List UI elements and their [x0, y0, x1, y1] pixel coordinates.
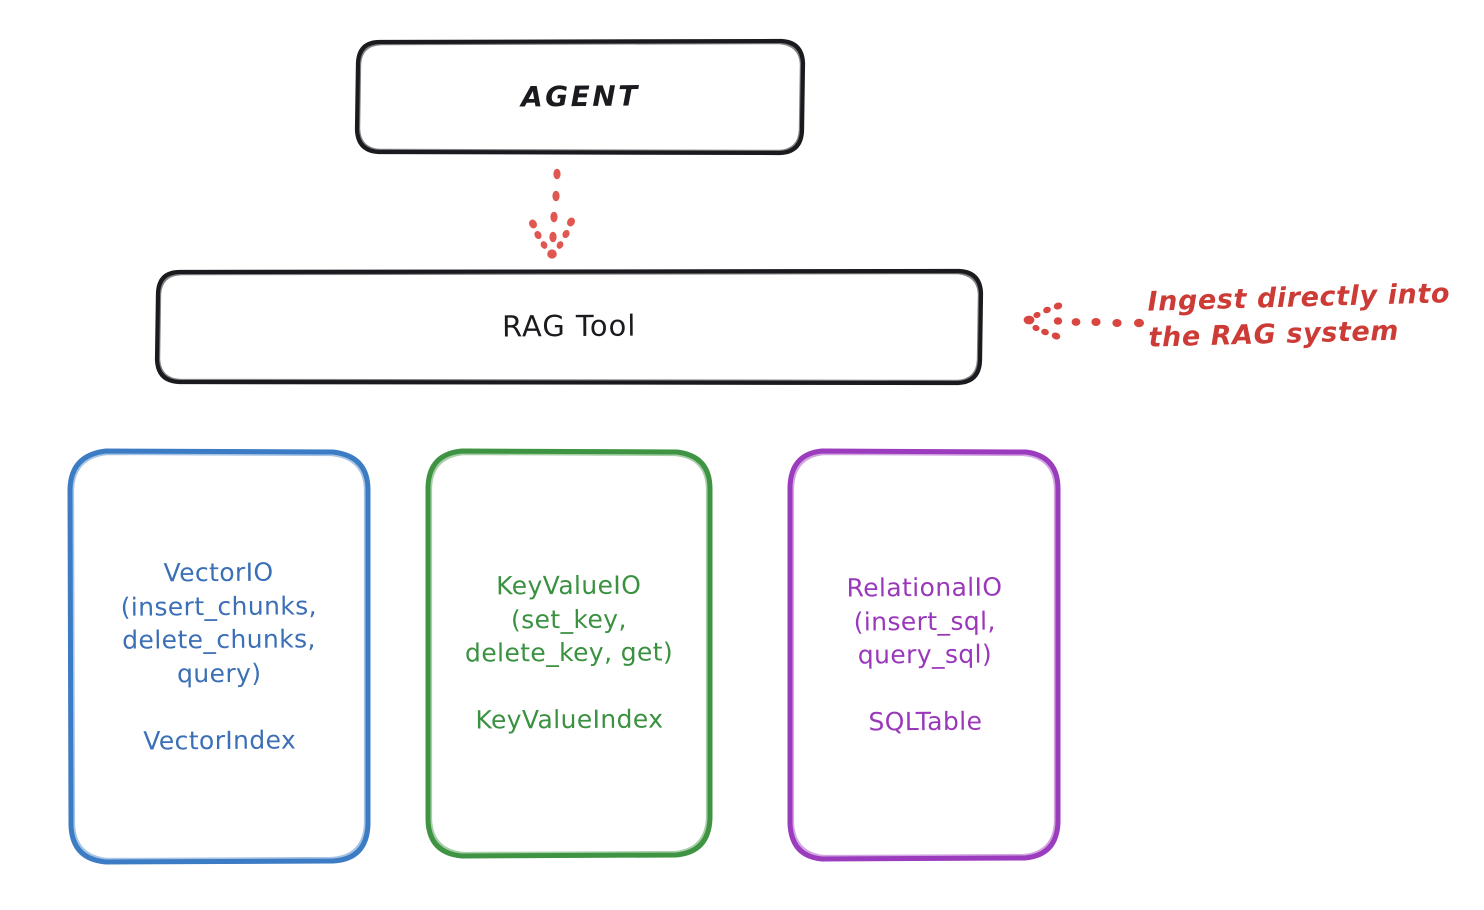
rag-tool-label: RAG Tool [501, 308, 637, 344]
relational-io-label: RelationalIO (insert_sql, query_sql) SQL… [845, 572, 1003, 737]
vector-io-node[interactable]: VectorIO (insert_chunks, delete_chunks, … [70, 450, 369, 863]
vector-io-label: VectorIO (insert_chunks, delete_chunks, … [120, 557, 318, 756]
rag-tool-node[interactable]: RAG Tool [156, 270, 982, 384]
arrowhead-down-dots [529, 217, 575, 249]
agent-to-rag-connector [529, 168, 575, 259]
agent-node[interactable]: AGENT [357, 40, 803, 154]
arrowhead-left-dots [1032, 302, 1063, 340]
key-value-io-node[interactable]: KeyValueIO (set_key, delete_key, get) Ke… [428, 450, 711, 856]
key-value-io-label: KeyValueIO (set_key, delete_key, get) Ke… [465, 570, 674, 735]
relational-io-node[interactable]: RelationalIO (insert_sql, query_sql) SQL… [790, 450, 1059, 859]
ingest-annotation-text: Ingest directly into the RAG system [1147, 278, 1451, 355]
ingest-to-rag-connector [1023, 302, 1144, 340]
agent-label: AGENT [520, 79, 640, 114]
